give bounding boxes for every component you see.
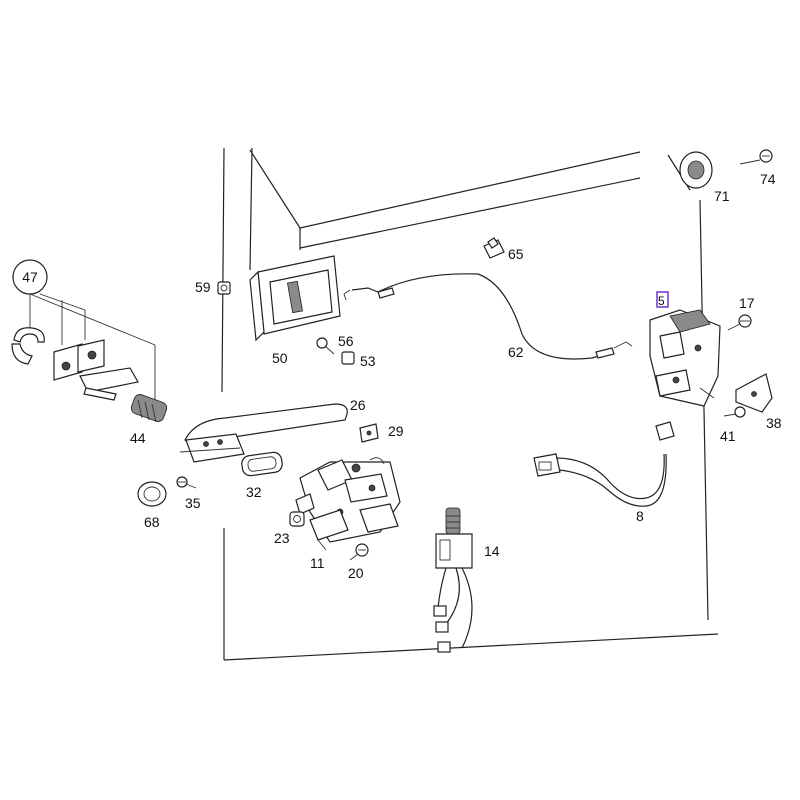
- label-8[interactable]: 8: [636, 508, 644, 524]
- label-65[interactable]: 65: [508, 246, 524, 262]
- label-74[interactable]: 74: [760, 171, 776, 187]
- nut-59: 59: [195, 279, 231, 295]
- label-50[interactable]: 50: [272, 350, 288, 366]
- screw-17: 17: [727, 295, 755, 331]
- label-20[interactable]: 20: [348, 565, 364, 581]
- label-41[interactable]: 41: [720, 428, 736, 444]
- label-47[interactable]: 47: [22, 269, 38, 285]
- lock-spring-44: 44: [130, 394, 168, 446]
- label-44[interactable]: 44: [130, 430, 146, 446]
- clip-ring: [11, 327, 45, 365]
- label-23[interactable]: 23: [274, 530, 290, 546]
- clip-29: 29: [359, 423, 404, 443]
- lock-bracket-5: 5: [649, 291, 721, 407]
- label-26[interactable]: 26: [350, 397, 366, 413]
- label-68[interactable]: 68: [144, 514, 160, 530]
- plug-68: 68: [137, 481, 167, 530]
- label-5[interactable]: 5: [658, 294, 665, 308]
- screw-56: 56: [316, 333, 354, 355]
- label-11[interactable]: 11: [310, 555, 325, 571]
- screw-35: 35: [176, 476, 201, 511]
- label-14[interactable]: 14: [484, 543, 500, 559]
- clip-65: 65: [483, 237, 524, 262]
- outer-handle-26: 26: [179, 397, 366, 463]
- nut-23: 23: [274, 511, 305, 546]
- nut-53: 53: [341, 351, 376, 369]
- label-32[interactable]: 32: [246, 484, 262, 500]
- part-47-group: 47: [12, 259, 156, 400]
- screw-41: 41: [720, 406, 746, 444]
- label-17[interactable]: 17: [739, 295, 755, 311]
- selected-part-highlight: [656, 291, 669, 308]
- label-62[interactable]: 62: [508, 344, 524, 360]
- label-35[interactable]: 35: [185, 495, 201, 511]
- actuator-14: 14: [433, 507, 500, 653]
- door-frame-lines: [221, 147, 719, 661]
- screw-20: 20: [348, 543, 369, 581]
- label-29[interactable]: 29: [388, 423, 404, 439]
- label-59[interactable]: 59: [195, 279, 211, 295]
- label-71[interactable]: 71: [714, 188, 730, 204]
- latch-mechanism-11: 11: [295, 457, 401, 571]
- handle-recess-50: 50: [249, 255, 341, 366]
- control-rod-62: 62: [343, 273, 633, 360]
- wiring-harness-8: 8: [533, 421, 675, 524]
- label-53[interactable]: 53: [360, 353, 376, 369]
- gasket-32: 32: [241, 451, 283, 500]
- screw-74: 74: [739, 149, 776, 187]
- lock-cylinder-plates: [53, 339, 139, 401]
- label-38[interactable]: 38: [766, 415, 782, 431]
- label-56[interactable]: 56: [338, 333, 354, 349]
- bracket-38: 38: [735, 373, 782, 431]
- grommet-71: 71: [679, 151, 730, 204]
